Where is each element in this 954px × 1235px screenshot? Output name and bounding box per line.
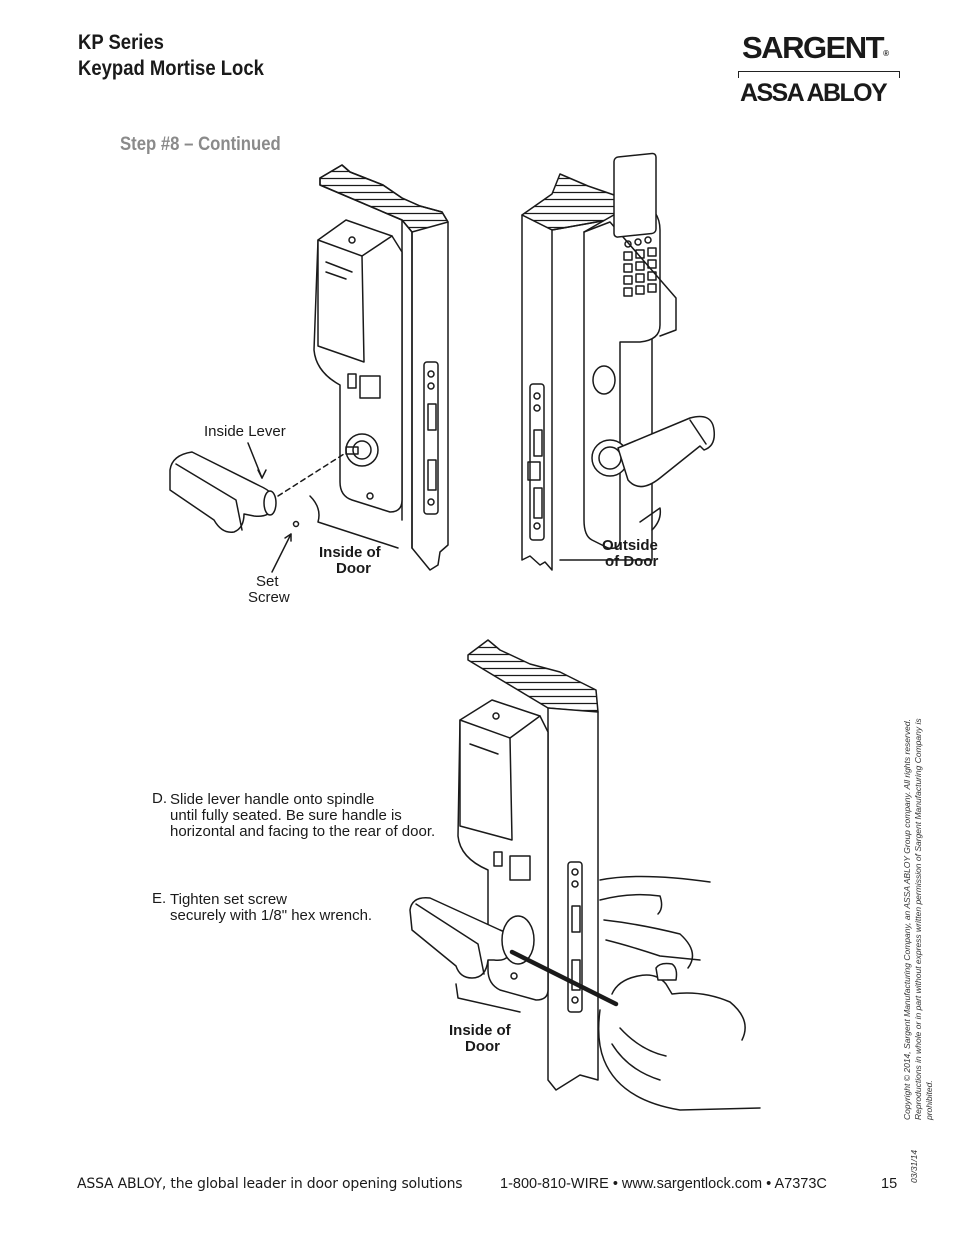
upper-hand (599, 875, 711, 969)
instruction-e-letter: E. (152, 890, 167, 907)
copyright-notice: Copyright © 2014, Sargent Manufacturing … (902, 718, 934, 1120)
logo-divider (738, 71, 900, 78)
assa-abloy-logo: ASSA ABLOY (740, 79, 888, 107)
label-inside-door-top-2: Door (336, 560, 371, 577)
label-inside-door-top-1: Inside of (319, 544, 381, 561)
instruction-d: D. Slide lever handle onto spindle until… (152, 790, 436, 840)
sargent-logo: SARGENT® (742, 30, 889, 65)
title-line-1: KP Series (78, 31, 164, 54)
label-screw: Screw (248, 589, 290, 606)
instruction-e: E. Tighten set screw securely with 1/8" … (152, 890, 373, 924)
tighten-screw-illustration (409, 639, 761, 1111)
outside-lever (617, 415, 716, 488)
footer-tagline: ASSA ABLOY, the global leader in door op… (77, 1176, 463, 1192)
page-number: 15 (881, 1176, 898, 1192)
label-outside-door-1: Outside (602, 537, 658, 554)
title-line-2: Keypad Mortise Lock (78, 57, 264, 80)
label-set: Set (256, 573, 279, 590)
keypad (613, 152, 657, 297)
document-title: KP Series Keypad Mortise Lock (78, 30, 264, 82)
installed-lever (409, 897, 514, 979)
step-heading: Step #8 – Continued (120, 134, 281, 155)
brand-logo: SARGENT® ASSA ABLOY (738, 30, 900, 110)
outside-door-illustration (521, 152, 716, 571)
lower-hand (597, 974, 761, 1111)
cylinder-hole (592, 365, 616, 395)
label-inside-door-bottom-2: Door (465, 1038, 500, 1055)
instruction-d-letter: D. (152, 790, 167, 807)
inside-door-illustration (169, 164, 449, 573)
label-inside-lever: Inside Lever (204, 423, 286, 440)
footer-contact: 1-800-810-WIRE • www.sargentlock.com • A… (500, 1176, 827, 1192)
hex-wrench (509, 949, 619, 1007)
revision-date: 03/31/14 (909, 1149, 919, 1183)
label-inside-door-bottom-1: Inside of (449, 1022, 511, 1039)
label-outside-door-2: of Door (605, 553, 659, 570)
door-top-hatch (319, 164, 449, 233)
